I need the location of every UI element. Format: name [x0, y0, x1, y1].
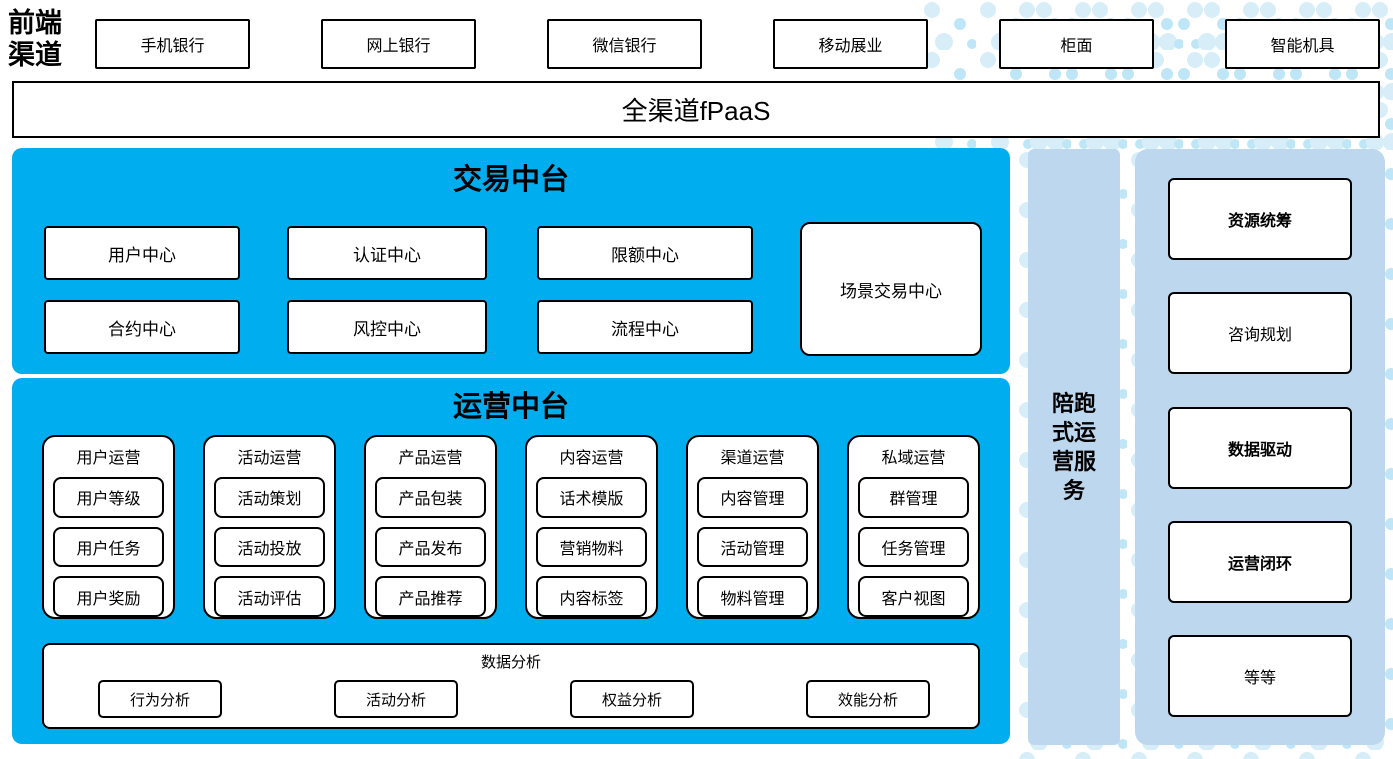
card-item: 产品发布	[375, 526, 486, 568]
operation-card-private-domain: 私域运营 群管理 任务管理 客户视图	[847, 435, 980, 619]
analytics-box-efficiency: 效能分析	[806, 680, 930, 718]
card-item: 产品推荐	[375, 576, 486, 618]
card-header: 内容运营	[559, 450, 624, 467]
card-item: 话术模版	[536, 477, 647, 518]
card-item: 群管理	[858, 477, 969, 518]
card-item: 内容管理	[697, 477, 808, 518]
companion-service-bar: 陪跑式运营服务	[1028, 149, 1120, 745]
companion-service-label: 陪跑式运营服务	[1051, 391, 1096, 503]
front-channels-label: 前端渠道	[8, 8, 62, 71]
card-header: 产品运营	[398, 450, 463, 467]
card-item: 内容标签	[536, 576, 647, 618]
channel-box-smart-device: 智能机具	[1225, 19, 1380, 69]
operation-platform-panel: 运营中台 用户运营 用户等级 用户任务 用户奖励 活动运营 活动策划 活动投放 …	[12, 378, 1010, 744]
card-item: 客户视图	[858, 576, 969, 618]
operation-card-user: 用户运营 用户等级 用户任务 用户奖励	[42, 435, 175, 619]
analytics-box-activity: 活动分析	[334, 680, 458, 718]
operation-cards-row: 用户运营 用户等级 用户任务 用户奖励 活动运营 活动策划 活动投放 活动评估 …	[42, 435, 980, 621]
service-box-resource: 资源统筹	[1168, 178, 1352, 260]
channel-box-counter: 柜面	[999, 19, 1154, 69]
analytics-box-behavior: 行为分析	[98, 680, 222, 718]
card-item: 任务管理	[858, 526, 969, 568]
operation-card-content: 内容运营 话术模版 营销物料 内容标签	[525, 435, 658, 619]
data-analytics-header: 数据分析	[480, 654, 541, 671]
card-item: 活动投放	[214, 526, 325, 568]
center-box-contract: 合约中心	[44, 300, 240, 354]
transaction-platform-panel: 交易中台 用户中心 认证中心 限额中心 合约中心 风控中心 流程中心 场景交易中…	[12, 148, 1010, 374]
channel-box-mobile-banking: 手机银行	[95, 19, 250, 69]
service-box-data-driven: 数据驱动	[1168, 406, 1352, 489]
analytics-box-rights: 权益分析	[570, 680, 694, 718]
card-header: 用户运营	[76, 450, 141, 467]
fpaas-bar: 全渠道fPaaS	[12, 81, 1380, 138]
center-box-user: 用户中心	[44, 226, 240, 280]
card-header: 渠道运营	[720, 450, 785, 467]
service-box-closed-loop: 运营闭环	[1168, 520, 1352, 603]
data-analytics-section: 数据分析 行为分析 活动分析 权益分析 效能分析	[42, 643, 980, 729]
card-header: 私域运营	[881, 450, 946, 467]
transaction-platform-title: 交易中台	[452, 162, 569, 196]
center-box-process: 流程中心	[537, 300, 753, 354]
center-box-limit: 限额中心	[537, 226, 753, 280]
card-item: 用户等级	[53, 477, 164, 518]
operation-card-product: 产品运营 产品包装 产品发布 产品推荐	[364, 435, 497, 619]
card-item: 活动评估	[214, 576, 325, 618]
channel-box-mobile-marketing: 移动展业	[773, 19, 928, 69]
card-item: 营销物料	[536, 526, 647, 568]
card-item: 物料管理	[697, 576, 808, 618]
center-box-auth: 认证中心	[287, 226, 487, 280]
operation-platform-title: 运营中台	[452, 389, 569, 423]
front-channels-row: 手机银行 网上银行 微信银行 移动展业 柜面 智能机具	[95, 19, 1380, 69]
card-item: 活动管理	[697, 526, 808, 568]
card-item: 用户任务	[53, 526, 164, 568]
operation-card-channel: 渠道运营 内容管理 活动管理 物料管理	[686, 435, 819, 619]
card-item: 产品包装	[375, 477, 486, 518]
card-item: 用户奖励	[53, 576, 164, 618]
scene-transaction-center-box: 场景交易中心	[800, 222, 982, 356]
card-item: 活动策划	[214, 477, 325, 518]
data-analytics-row: 行为分析 活动分析 权益分析 效能分析	[44, 672, 978, 718]
operation-card-activity: 活动运营 活动策划 活动投放 活动评估	[203, 435, 336, 619]
service-box-etc: 等等	[1168, 635, 1352, 717]
channel-box-online-banking: 网上银行	[321, 19, 476, 69]
card-header: 活动运营	[237, 450, 302, 467]
channel-box-wechat-banking: 微信银行	[547, 19, 702, 69]
service-box-consulting: 咨询规划	[1168, 292, 1352, 375]
service-items-panel: 资源统筹 咨询规划 数据驱动 运营闭环 等等	[1135, 149, 1385, 745]
center-box-risk: 风控中心	[287, 300, 487, 354]
